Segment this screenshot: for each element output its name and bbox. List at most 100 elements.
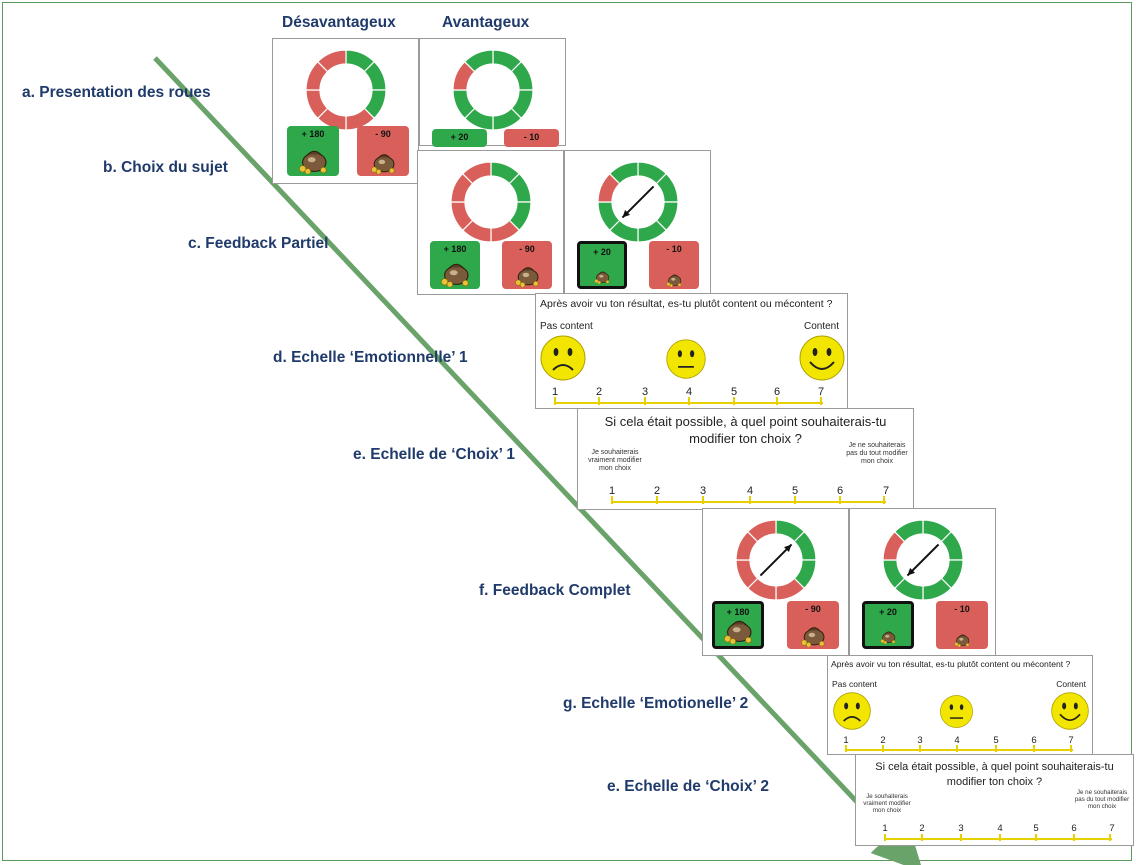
- choice-left-caption: Je souhaiterais vraiment modifier mon ch…: [588, 449, 642, 473]
- loss-amount: - 10: [666, 244, 682, 254]
- money-bag-icon: [879, 630, 897, 644]
- wheel-panel-disadvantageous-a: + 180 - 90: [272, 38, 419, 184]
- step-label-c: c. Feedback Partiel: [188, 235, 329, 252]
- wheel-pointer-arrow: [621, 185, 655, 219]
- scale-number: 1: [882, 823, 888, 834]
- step-label-g: g. Echelle ‘Emotionelle’ 2: [563, 695, 749, 712]
- money-bag-icon: [296, 148, 330, 174]
- money-bag-icon: [665, 273, 683, 287]
- scale-number: 3: [641, 386, 649, 398]
- scale-number: 5: [993, 735, 999, 746]
- gain-amount: + 20: [593, 247, 611, 257]
- scale-number: 2: [595, 386, 603, 398]
- wheel-segment: [608, 161, 639, 185]
- choice-scale-panel-2: Si cela était possible, à quel point sou…: [855, 754, 1134, 846]
- wheel-panel-advantageous-c: + 20 - 10: [564, 150, 711, 295]
- wheel-disadvantageous: [450, 161, 532, 243]
- loss-amount: - 90: [805, 604, 821, 614]
- scale-number: 4: [685, 386, 693, 398]
- scale-number: 7: [882, 485, 890, 497]
- wheel-segment: [746, 519, 777, 543]
- wheel-segment: [461, 161, 492, 185]
- emotion-scale-axis: [554, 397, 823, 405]
- gain-amount: + 180: [301, 129, 325, 139]
- choice-scale-axis: [611, 496, 886, 504]
- wheel-disadvantageous: [305, 49, 387, 131]
- choice-scale-axis: [884, 834, 1112, 841]
- column-title-disadvantageous: Désavantageux: [282, 14, 396, 31]
- emotion-scale-axis: [845, 745, 1073, 752]
- gain-button[interactable]: + 20: [432, 129, 487, 147]
- happy-face-icon: [799, 335, 845, 381]
- choice-question-line1: Si cela était possible, à quel point sou…: [875, 761, 1114, 773]
- scale-number: 7: [817, 386, 825, 398]
- scale-number: 3: [699, 485, 707, 497]
- scale-number: 2: [919, 823, 925, 834]
- step-label-f: f. Feedback Complet: [479, 582, 631, 599]
- scale-number: 5: [1033, 823, 1039, 834]
- gain-amount: + 180: [443, 244, 467, 254]
- scale-number: 2: [653, 485, 661, 497]
- money-bag-icon: [368, 152, 398, 174]
- loss-button[interactable]: - 10: [649, 241, 699, 289]
- gain-button-selected[interactable]: + 20: [862, 601, 914, 649]
- scale-number: 5: [730, 386, 738, 398]
- choice-question-line2: modifier ton choix ?: [689, 431, 802, 446]
- happy-face-icon: [1051, 692, 1089, 730]
- gain-button[interactable]: + 180: [287, 126, 339, 176]
- wheel-panel-advantageous-f: + 20 - 10: [849, 508, 996, 656]
- not-happy-label: Pas content: [540, 321, 593, 332]
- loss-button[interactable]: - 90: [787, 601, 839, 649]
- step-label-d: d. Echelle ‘Emotionnelle’ 1: [273, 349, 468, 366]
- choice-scale-panel-1: Si cela était possible, à quel point sou…: [577, 408, 914, 510]
- wheel-advantageous-with-arrow: [597, 161, 679, 243]
- scale-number: 4: [997, 823, 1003, 834]
- column-title-advantageous: Avantageux: [442, 14, 530, 31]
- scale-number: 4: [954, 735, 960, 746]
- choice-right-caption: Je ne souhaiterais pas du tout modifier …: [846, 442, 908, 466]
- happy-label: Content: [1056, 679, 1086, 689]
- scale-number: 1: [608, 485, 616, 497]
- gain-amount: + 20: [879, 607, 897, 617]
- choice-left-caption: Je souhaiterais vraiment modifier mon ch…: [863, 793, 911, 815]
- gain-button[interactable]: + 180: [430, 241, 480, 289]
- gain-button-selected[interactable]: + 180: [712, 601, 764, 649]
- wheel-segment: [316, 49, 347, 73]
- money-bag-icon: [593, 270, 611, 284]
- wheel-advantageous: [452, 49, 534, 131]
- scale-number: 7: [1109, 823, 1115, 834]
- wheel-segment: [893, 519, 924, 543]
- emotion-scale-panel-1: Après avoir vu ton résultat, es-tu plutô…: [535, 293, 848, 409]
- sad-face-icon: [540, 335, 586, 381]
- scale-number: 1: [843, 735, 849, 746]
- gain-amount: + 20: [450, 132, 469, 142]
- emotion-question: Après avoir vu ton résultat, es-tu plutô…: [540, 298, 833, 310]
- wheel-panel-disadvantageous-c: + 180 - 90: [417, 150, 564, 295]
- scale-number: 6: [1031, 735, 1037, 746]
- money-bag-icon: [721, 618, 755, 644]
- loss-amount: - 90: [375, 129, 391, 139]
- scale-number: 4: [746, 485, 754, 497]
- wheel-disadvantageous-with-arrow: [735, 519, 817, 601]
- wheel-pointer-arrow: [906, 543, 940, 577]
- gain-button-selected[interactable]: + 20: [577, 241, 627, 289]
- loss-button[interactable]: - 10: [936, 601, 988, 649]
- choice-question-line1: Si cela était possible, à quel point sou…: [604, 414, 887, 429]
- wheel-panel-advantageous-a: + 20 - 10: [419, 38, 566, 147]
- neutral-face-icon: [940, 695, 973, 728]
- loss-button[interactable]: - 90: [357, 126, 409, 176]
- gain-amount: + 180: [726, 607, 750, 617]
- neutral-face-icon: [666, 339, 706, 379]
- choice-right-caption: Je ne souhaiterais pas du tout modifier …: [1074, 789, 1130, 811]
- wheel-pointer-arrow: [759, 543, 793, 577]
- arrowhead-icon: [907, 568, 915, 576]
- loss-button[interactable]: - 90: [502, 241, 552, 289]
- step-label-a: a. Presentation des roues: [22, 84, 211, 101]
- scale-number: 7: [1068, 735, 1074, 746]
- scale-number: 2: [880, 735, 886, 746]
- scale-number: 1: [551, 386, 559, 398]
- scale-number: 6: [773, 386, 781, 398]
- loss-button[interactable]: - 10: [504, 129, 559, 147]
- arrowhead-icon: [784, 544, 792, 552]
